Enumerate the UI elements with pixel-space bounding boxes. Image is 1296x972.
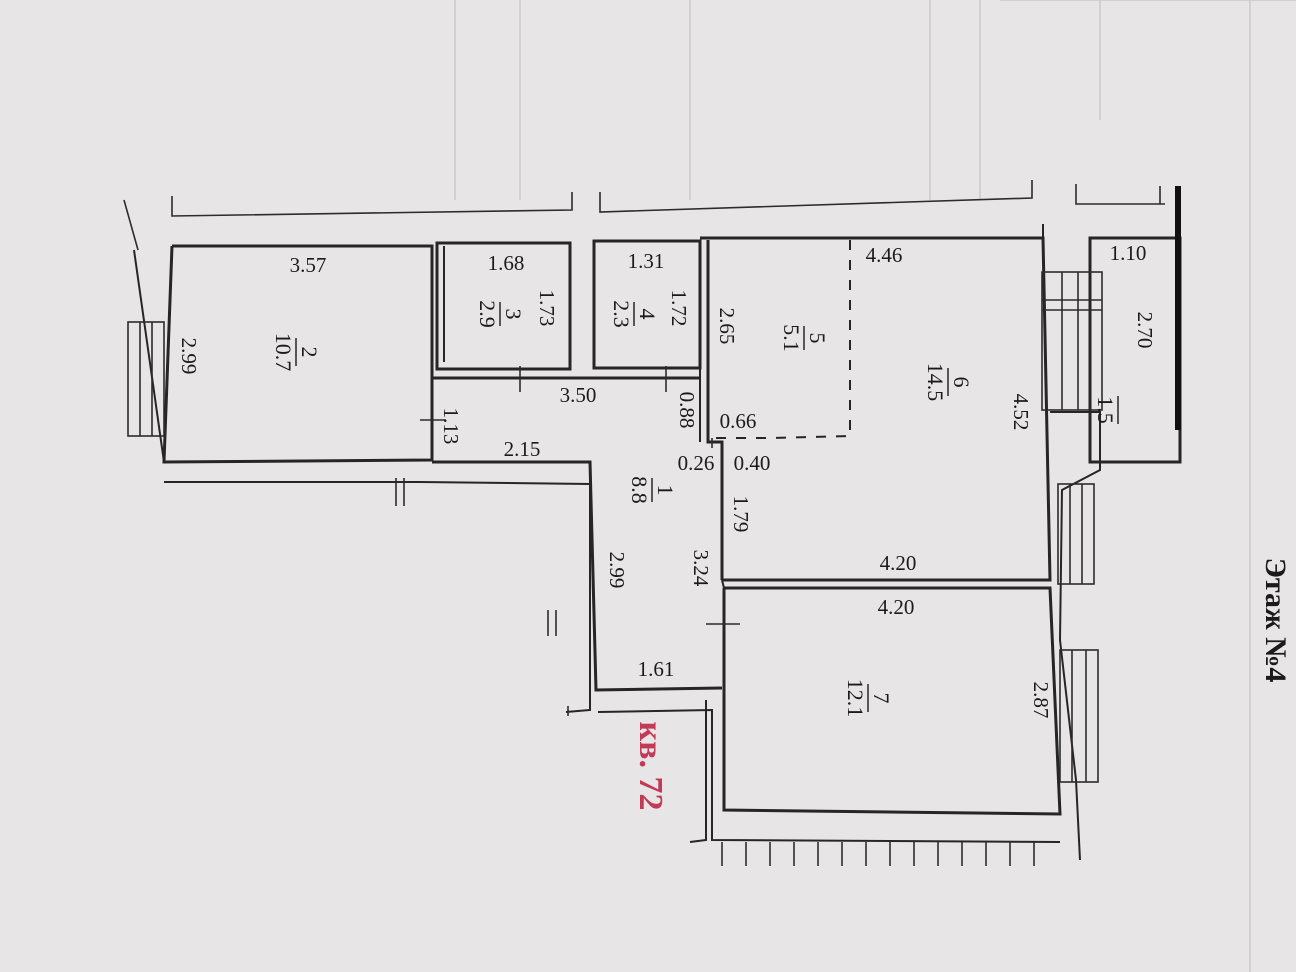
room-labels: 2 10.7 3 2.9 4 2.3 5 5.1 6 14.5 1 8.8 xyxy=(271,300,1119,718)
dim-1-79: 1.79 xyxy=(729,496,753,533)
room-5-area: 5.1 xyxy=(779,324,804,352)
dim-1-68: 1.68 xyxy=(488,251,525,275)
bottom-hatching xyxy=(721,842,1035,866)
dim-0-26: 0.26 xyxy=(678,451,715,475)
dim-2-70: 2.70 xyxy=(1133,312,1157,349)
room-2-number: 2 xyxy=(297,347,322,358)
dimension-labels: 3.57 2.99 1.68 1.73 1.31 1.72 4.46 2.65 … xyxy=(177,241,1157,718)
dim-2-65: 2.65 xyxy=(715,308,739,345)
room-3-area: 2.9 xyxy=(475,300,500,328)
window-room-7 xyxy=(1059,649,1099,783)
window-room-2 xyxy=(127,321,165,437)
room-1-label: 1 8.8 xyxy=(627,476,678,504)
apartment-label: кв. 72 xyxy=(632,722,669,811)
dim-4-46: 4.46 xyxy=(866,243,903,267)
dim-1-72: 1.72 xyxy=(667,290,691,327)
dim-4-20-b: 4.20 xyxy=(878,595,915,619)
room-6-label: 6 14.5 xyxy=(923,363,974,402)
room-7-area: 12.1 xyxy=(843,679,868,718)
dim-3-50: 3.50 xyxy=(560,383,597,407)
door-marks xyxy=(395,366,740,716)
balcony-label: 1.5 xyxy=(1093,396,1119,424)
room-4-number: 4 xyxy=(635,309,660,320)
dim-1-10: 1.10 xyxy=(1110,241,1147,265)
dim-2-99-a: 2.99 xyxy=(177,338,201,375)
dim-1-73: 1.73 xyxy=(535,290,559,327)
dim-1-31: 1.31 xyxy=(628,249,665,273)
windows xyxy=(127,271,1103,866)
dim-4-20-a: 4.20 xyxy=(880,551,917,575)
dim-2-15: 2.15 xyxy=(504,437,541,461)
room-1-number: 1 xyxy=(653,485,678,496)
floor-label: Этаж №4 xyxy=(1259,558,1292,683)
room-5-label: 5 5.1 xyxy=(779,324,830,352)
dim-1-61: 1.61 xyxy=(638,657,675,681)
dimension-brackets xyxy=(123,180,1165,251)
dim-0-66: 0.66 xyxy=(720,409,757,433)
dim-0-40: 0.40 xyxy=(734,451,771,475)
dim-2-99-b: 2.99 xyxy=(605,552,629,589)
dim-1-13: 1.13 xyxy=(439,408,463,445)
room-2-label: 2 10.7 xyxy=(271,333,322,372)
balcony-area: 1.5 xyxy=(1093,396,1118,424)
room-4-label: 4 2.3 xyxy=(609,300,660,328)
dim-4-52: 4.52 xyxy=(1009,394,1033,431)
dim-0-88: 0.88 xyxy=(675,392,699,429)
room-2-area: 10.7 xyxy=(271,333,296,372)
dim-3-24: 3.24 xyxy=(689,550,713,587)
room-6-number: 6 xyxy=(949,377,974,388)
dim-3-57: 3.57 xyxy=(290,253,327,277)
room-7-number: 7 xyxy=(869,693,894,704)
window-room-6 xyxy=(1041,271,1103,411)
window-room-6-lower xyxy=(1057,483,1095,585)
walls xyxy=(133,186,1182,861)
room-1-area: 8.8 xyxy=(627,476,652,504)
room-6-area: 14.5 xyxy=(923,363,948,402)
room-3-label: 3 2.9 xyxy=(475,300,526,328)
room-7-label: 7 12.1 xyxy=(843,679,894,718)
room-4-area: 2.3 xyxy=(609,300,634,328)
background-grid xyxy=(454,0,1296,972)
room-3-number: 3 xyxy=(501,309,526,320)
dim-2-87: 2.87 xyxy=(1029,682,1053,719)
room-5-number: 5 xyxy=(805,333,830,344)
